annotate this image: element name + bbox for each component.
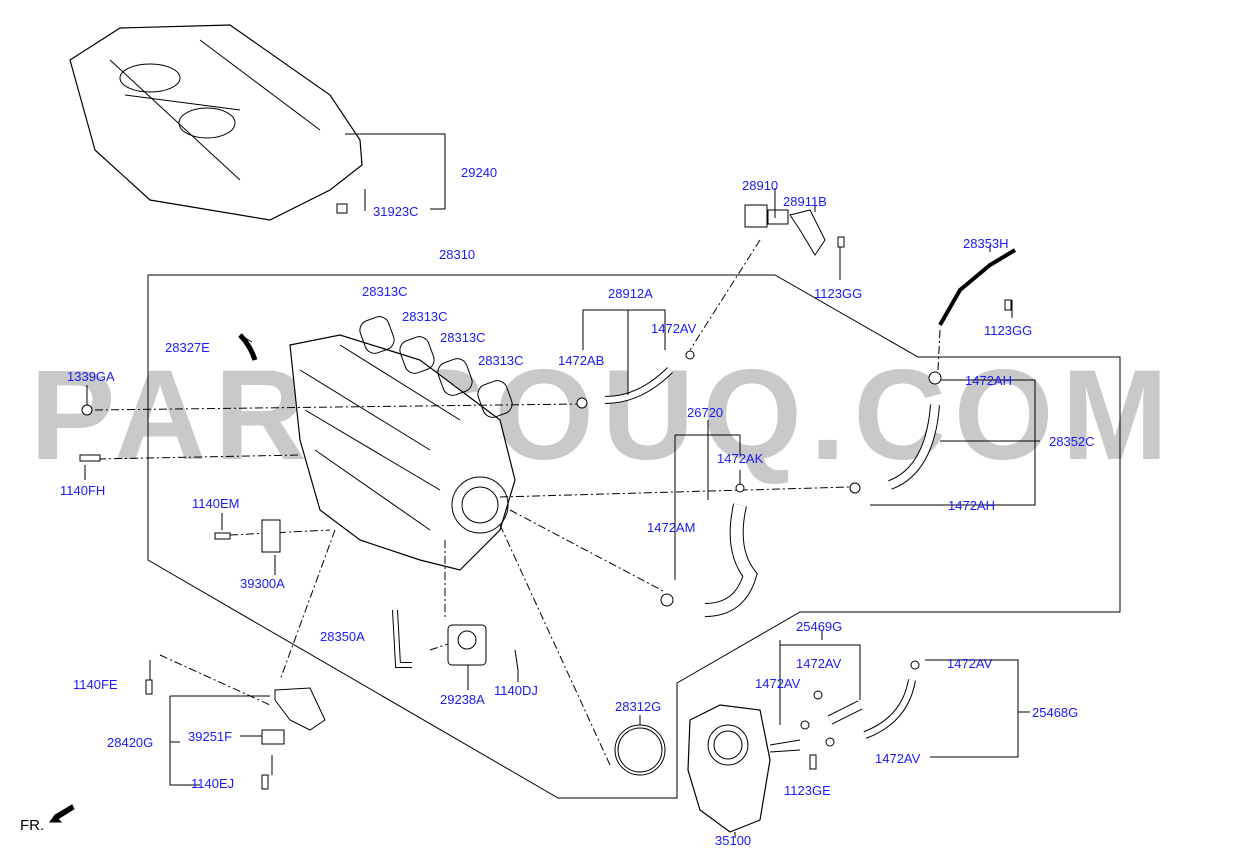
label-1472AV[interactable]: 1472AV xyxy=(755,676,801,691)
intake-manifold-28310 xyxy=(289,334,516,571)
label-1140DJ[interactable]: 1140DJ xyxy=(494,683,538,698)
label-1140EJ[interactable]: 1140EJ xyxy=(191,776,235,791)
label-1472AH[interactable]: 1472AH xyxy=(965,373,1012,388)
label-28352C[interactable]: 28352C xyxy=(1049,434,1095,449)
label-1123GG[interactable]: 1123GG xyxy=(984,323,1033,338)
label-1339GA[interactable]: 1339GA xyxy=(67,369,115,384)
label-28420G[interactable]: 28420G xyxy=(107,735,154,750)
throttle-body-35100 xyxy=(687,704,771,833)
front-arrow-icon xyxy=(49,804,75,823)
label-28350A[interactable]: 28350A xyxy=(320,629,365,644)
label-28353H[interactable]: 28353H xyxy=(963,236,1009,251)
label-1472AK[interactable]: 1472AK xyxy=(717,451,764,466)
label-28313C[interactable]: 28313C xyxy=(478,353,524,368)
label-28911B[interactable]: 28911B xyxy=(783,194,827,209)
label-25469G[interactable]: 25469G xyxy=(796,619,843,634)
label-29238A[interactable]: 29238A xyxy=(440,692,485,707)
label-1123GG[interactable]: 1123GG xyxy=(814,286,863,301)
engine-cover-29240 xyxy=(69,24,363,221)
label-28910[interactable]: 28910 xyxy=(742,178,779,193)
label-1472AB[interactable]: 1472AB xyxy=(558,353,605,368)
label-28313C[interactable]: 28313C xyxy=(402,309,448,324)
label-25468G[interactable]: 25468G xyxy=(1032,705,1079,720)
label-1140EM[interactable]: 1140EM xyxy=(192,496,240,511)
label-1140FH[interactable]: 1140FH xyxy=(60,483,106,498)
label-1472AV[interactable]: 1472AV xyxy=(796,656,842,671)
label-28327E[interactable]: 28327E xyxy=(165,340,210,355)
label-1123GE[interactable]: 1123GE xyxy=(784,783,831,798)
label-39300A[interactable]: 39300A xyxy=(240,576,285,591)
label-28313C[interactable]: 28313C xyxy=(362,284,408,299)
front-direction-label: FR. xyxy=(20,817,45,834)
label-31923C[interactable]: 31923C xyxy=(373,204,419,219)
label-1472AM[interactable]: 1472AM xyxy=(647,520,696,535)
label-1140FE[interactable]: 1140FE xyxy=(73,677,118,692)
label-28313C[interactable]: 28313C xyxy=(440,330,486,345)
label-1472AV[interactable]: 1472AV xyxy=(947,656,993,671)
label-28310[interactable]: 28310 xyxy=(439,247,476,262)
watermark: PARTSOUQ.COM xyxy=(30,344,1177,487)
label-1472AV[interactable]: 1472AV xyxy=(651,321,697,336)
label-1472AH[interactable]: 1472AH xyxy=(948,498,995,513)
label-28912A[interactable]: 28912A xyxy=(608,286,653,301)
label-26720[interactable]: 26720 xyxy=(687,405,724,420)
label-28312G[interactable]: 28312G xyxy=(615,699,662,714)
label-39251F[interactable]: 39251F xyxy=(188,729,233,744)
label-35100[interactable]: 35100 xyxy=(715,833,752,848)
label-29240[interactable]: 29240 xyxy=(461,165,498,180)
label-1472AV[interactable]: 1472AV xyxy=(875,751,921,766)
